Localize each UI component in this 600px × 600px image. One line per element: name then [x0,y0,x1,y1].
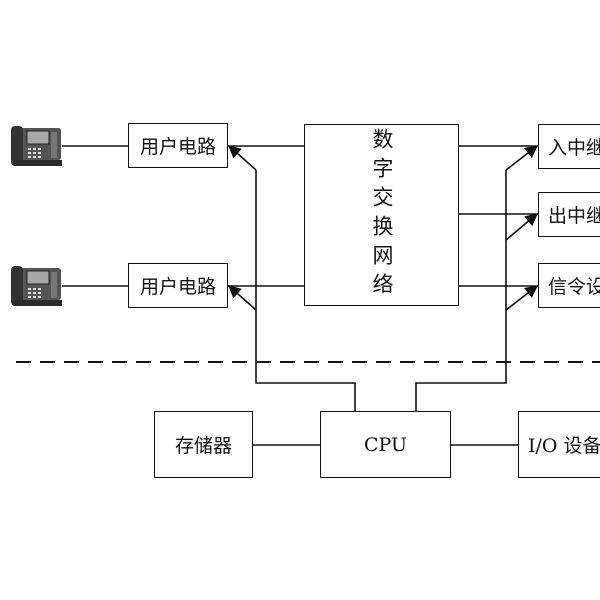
user-circuit-bottom-box: 用户电路 [128,263,228,308]
memory-box: 存储器 [154,411,253,478]
cpu-control-right-path [415,170,507,411]
control-arrow-user-bottom [228,285,257,311]
telephone-icon [11,126,62,166]
cpu-label: CPU [363,433,407,456]
signaling-device-box: 信令设 [538,263,600,308]
incoming-trunk-box: 入中继 [538,124,600,169]
control-arrow-signaling [505,285,539,311]
telephone-icon [11,266,62,306]
signaling-device-label: 信令设 [548,276,600,298]
memory-label: 存储器 [174,435,232,457]
io-device-label: I/O 设备 [528,435,600,457]
incoming-trunk-label: 入中继 [548,137,600,159]
user-circuit-top-box: 用户电路 [128,123,228,168]
control-arrow-incoming [505,145,539,171]
switch-network-box: 数字交换网络 [304,124,459,306]
control-arrow-outgoing [505,213,538,241]
user-circuit-top-label: 用户电路 [139,136,216,158]
cpu-control-left-path [255,170,356,411]
io-device-box: I/O 设备 [518,411,600,478]
control-arrow-user-top [228,145,257,171]
outgoing-trunk-box: 出中继 [538,192,600,237]
switch-network-label: 数字交换网络 [370,128,394,302]
outgoing-trunk-label: 出中继 [548,205,600,227]
cpu-box: CPU [320,411,451,478]
user-circuit-bottom-label: 用户电路 [139,276,216,298]
